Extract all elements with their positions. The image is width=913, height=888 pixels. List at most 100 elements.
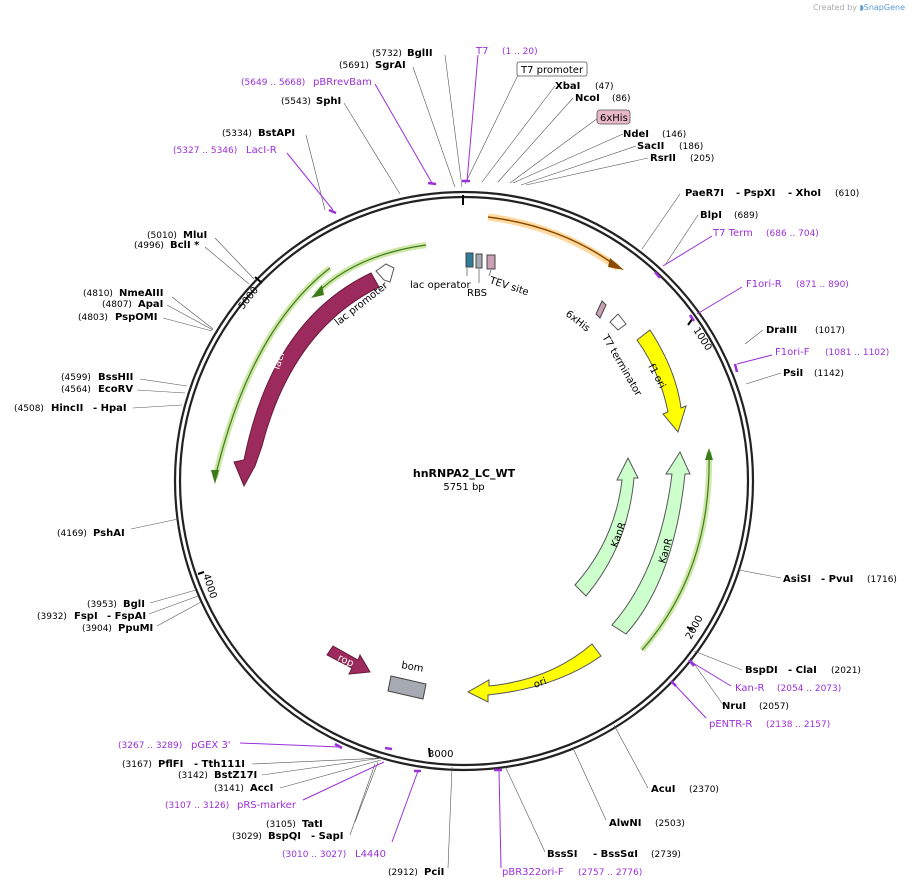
- site-name-blpI: BlpI: [700, 210, 722, 221]
- feature-rop: [326, 645, 371, 675]
- primer-name-pENTRR: pENTR-R: [709, 719, 752, 730]
- site-name-nmeAIII: NmeAIII: [119, 288, 163, 299]
- site-pos-nmeAIII: (4810): [83, 289, 113, 299]
- primer-name-f1oriR: F1ori-R: [746, 279, 782, 290]
- snapgene-credit: Created by ◗SnapGene: [813, 3, 905, 12]
- primer-range-t7: (1 .. 20): [502, 47, 538, 57]
- site-pos-acuI: (2370): [689, 785, 719, 795]
- feature-label-rbs: RBS: [467, 288, 487, 299]
- site-pos-bstZ17I: (3142): [178, 771, 208, 781]
- site-name-ncoI: NcoI: [575, 93, 600, 104]
- primer-name-f1oriF: F1ori-F: [775, 347, 810, 358]
- site-pos-ppuMI: (3904): [82, 624, 112, 634]
- site-name-bssHII: BssHII: [98, 372, 133, 383]
- site-name-bstZ17I: BstZ17I: [214, 770, 257, 781]
- site-pos-accI: (3141): [214, 784, 244, 794]
- map-title: hnRNPA2_LC_WT: [413, 467, 516, 480]
- primer-range-l4440: (3010 .. 3027): [282, 850, 346, 860]
- insert-arc: [487, 216, 613, 264]
- site-name-bspDI: BspDI: [745, 665, 778, 676]
- site-pos-blpI: (689): [734, 211, 758, 221]
- feature-lac-operator: [465, 252, 474, 268]
- site-pos-xbaI: (47): [595, 82, 613, 92]
- site-pos-hincII: (4508): [14, 404, 44, 414]
- site-pos-bclI: (4996): [134, 241, 164, 251]
- features: lacI lac promoter lac operator RBS TEV s…: [211, 213, 713, 703]
- site-pos-pspOMI: (4803): [78, 313, 108, 323]
- site-pos-asiSI: (1716): [867, 575, 897, 585]
- primer-range-pGEX3: (3267 .. 3289): [118, 741, 182, 751]
- site-pos-sacII: (186): [679, 142, 703, 152]
- site-name-tatI: TatI: [302, 819, 323, 830]
- site-pos-bglI: (3953): [87, 600, 117, 610]
- site-name-asiSI: AsiSI: [783, 574, 811, 585]
- site-pos-ecoRV: (4564): [61, 385, 91, 395]
- primer-range-lacIR: (5327 .. 5346): [173, 146, 237, 156]
- site-name-xhoI: - XhoI: [788, 188, 821, 199]
- feature-tev-site: [486, 254, 496, 270]
- feature-lac-promoter: [375, 263, 395, 283]
- primer-range-f1oriR: (871 .. 890): [796, 280, 849, 290]
- site-name-sacII: SacII: [637, 141, 664, 152]
- feature-lacI: [233, 272, 380, 488]
- feature-ori: [466, 643, 602, 703]
- site-name-ppuMI: PpuMI: [118, 623, 153, 634]
- t7-promoter-box: [516, 61, 588, 77]
- primer-name-kanR: Kan-R: [735, 683, 764, 694]
- feature-label-lacI: lacI: [271, 351, 287, 371]
- site-pos-fspI: (3932): [37, 612, 67, 622]
- site-name-bstAPI: BstAPI: [258, 128, 295, 139]
- primer-range-pBRrevBam: (5649 .. 5668): [241, 78, 305, 88]
- site-name-rsrII: RsrII: [650, 153, 676, 164]
- feature-t7-terminator: [609, 313, 627, 331]
- site-pos-bssSI: (2739): [651, 850, 681, 860]
- site-name-apaI: ApaI: [138, 299, 163, 310]
- site-name-sgrAI: SgrAI: [375, 60, 406, 71]
- site-name-sapI: - SapI: [311, 831, 343, 842]
- site-pos-alwNI: (2503): [655, 819, 685, 829]
- site-name-acuI: AcuI: [651, 784, 676, 795]
- primer-name-t7: T7: [475, 46, 488, 57]
- site-name-alwNI: AlwNI: [609, 818, 642, 829]
- site-pos-pflFI: (3167): [122, 760, 152, 770]
- site-name-bclI: BclI *: [170, 240, 200, 251]
- site-pos-bglII: (5732): [372, 49, 402, 59]
- feature-rbs: [475, 253, 483, 269]
- primer-labels: T7 (1 .. 20) (5649 .. 5668) pBRrevBam (5…: [118, 46, 889, 878]
- primer-range-pBR322oriF: (2757 .. 2776): [578, 868, 642, 878]
- feature-label-6xHis-box: 6xHis: [600, 113, 628, 124]
- site-name-bssSaI: - BssSαI: [593, 849, 638, 860]
- site-pos-bssHII: (4599): [61, 373, 91, 383]
- site-name-paeR7I: PaeR7I: [685, 188, 724, 199]
- site-pos-bstAPI: (5334): [222, 129, 252, 139]
- primer-range-pRSmarker: (3107 .. 3126): [165, 801, 229, 811]
- 6xHis-box: [596, 109, 631, 125]
- site-pos-bspDI: (2021): [831, 666, 861, 676]
- site-pos-ncoI: (86): [612, 94, 630, 104]
- primer-range-t7term: (686 .. 704): [766, 229, 819, 239]
- site-name-xbaI: XbaI: [555, 81, 580, 92]
- primer-name-lacIR: LacI-R: [246, 145, 277, 156]
- feature-label-t7-terminator: T7 terminator: [599, 332, 644, 399]
- site-name-fspAI: - FspAI: [107, 611, 146, 622]
- site-pos-sgrAI: (5691): [339, 61, 369, 71]
- site-name-psiI: PsiI: [783, 368, 803, 379]
- site-name-draIII: DraIII: [766, 325, 797, 336]
- map-length: 5751 bp: [443, 482, 484, 493]
- snapgene-logo-icon: ◗: [859, 3, 864, 12]
- site-name-mluI: MluI: [183, 230, 207, 241]
- tick-marks: 1000 2000 3000 4000 5000: [197, 276, 714, 760]
- site-pos-pciI: (2912): [388, 868, 418, 878]
- feature-label-lac-operator: lac operator: [410, 280, 471, 291]
- site-name-bspQI: BspQI: [268, 831, 301, 842]
- site-pos-draIII: (1017): [815, 326, 845, 336]
- primer-leader-lines: [239, 54, 773, 869]
- primer-range-kanR: (2054 .. 2073): [777, 684, 841, 694]
- credit-prefix: Created by: [812, 3, 857, 12]
- site-pos-apaI: (4807): [102, 300, 132, 310]
- site-labels: (5732) BglII (5691) SgrAI (5543) SphI (5…: [14, 48, 897, 878]
- site-pos-bspQI: (3029): [232, 832, 262, 842]
- feature-label-t7-promoter: T7 promoter: [520, 65, 584, 76]
- feature-f1-ori: [636, 329, 687, 434]
